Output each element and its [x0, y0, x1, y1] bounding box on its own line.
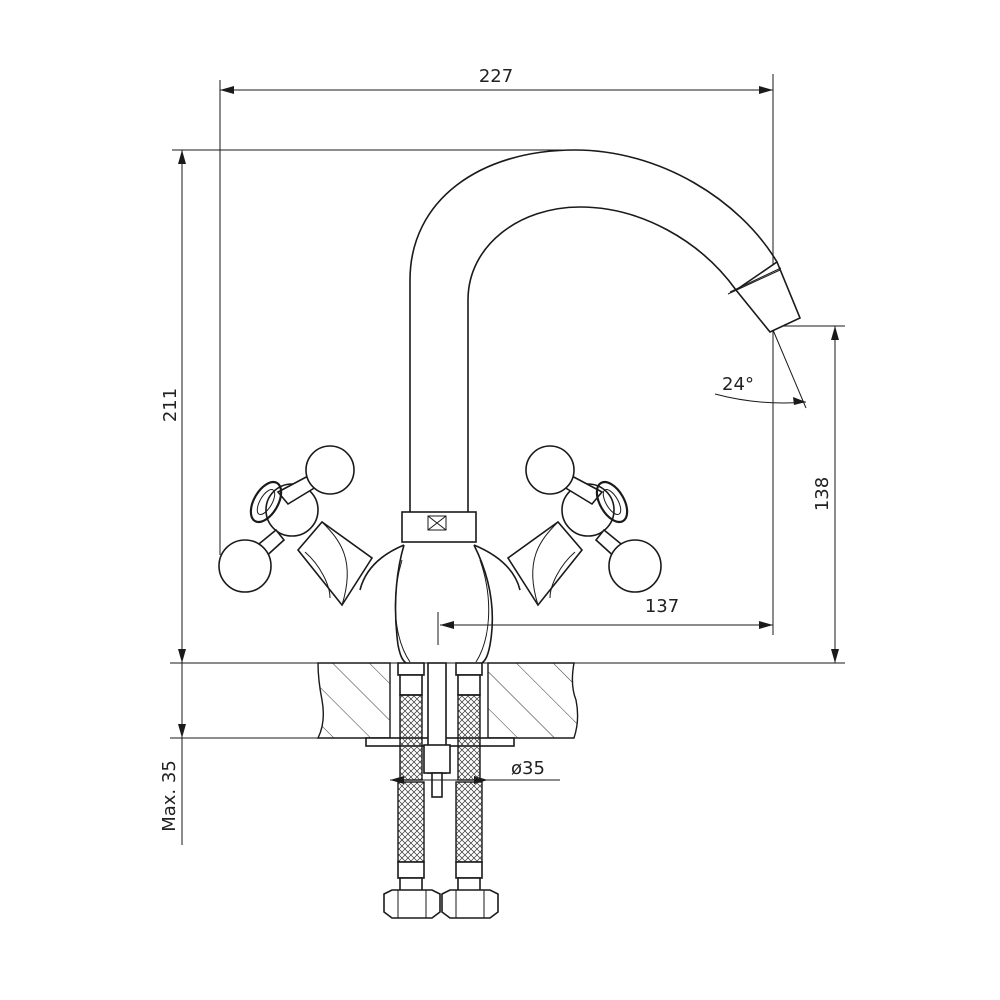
dimension-width-227: 227 — [219, 66, 774, 635]
right-flex-hose — [441, 662, 499, 919]
countertop-left-section — [316, 662, 391, 739]
hole-diameter-label: ø35 — [511, 758, 545, 779]
dimension-max-thickness: Max. 35 — [159, 663, 330, 845]
angle-label: 24° — [722, 374, 754, 395]
right-cross-handle[interactable] — [506, 445, 662, 607]
spout-aerator — [734, 260, 802, 333]
max-thickness-label: Max. 35 — [159, 760, 180, 832]
left-flex-hose — [383, 662, 441, 919]
left-cross-handle[interactable] — [218, 445, 374, 607]
width-label: 227 — [479, 66, 513, 87]
dimension-height-211: 211 — [160, 149, 580, 663]
dimension-angle-24: 24° — [714, 329, 807, 409]
left-hose-nut — [383, 889, 441, 919]
dimension-spout-reach-137: 137 — [437, 596, 773, 645]
faucet-body — [359, 544, 521, 664]
height-label: 211 — [160, 388, 181, 422]
countertop — [170, 662, 845, 739]
left-handle-knob-top — [305, 445, 355, 495]
spout — [409, 149, 802, 512]
right-handle-knob-top — [525, 445, 575, 495]
spout-reach-label: 137 — [645, 596, 679, 617]
left-handle-knob-bottom — [218, 539, 272, 593]
spout-height-label: 138 — [812, 477, 833, 511]
right-hose-nut — [441, 889, 499, 919]
right-handle-knob-bottom — [608, 539, 662, 593]
right-handle-index-cap — [595, 480, 629, 524]
mounting-stud — [423, 662, 451, 798]
left-handle-index-cap — [249, 480, 283, 524]
dimension-spout-height-138: 138 — [782, 325, 845, 663]
spout-collar-nut — [401, 511, 477, 543]
countertop-right-section — [487, 662, 579, 739]
